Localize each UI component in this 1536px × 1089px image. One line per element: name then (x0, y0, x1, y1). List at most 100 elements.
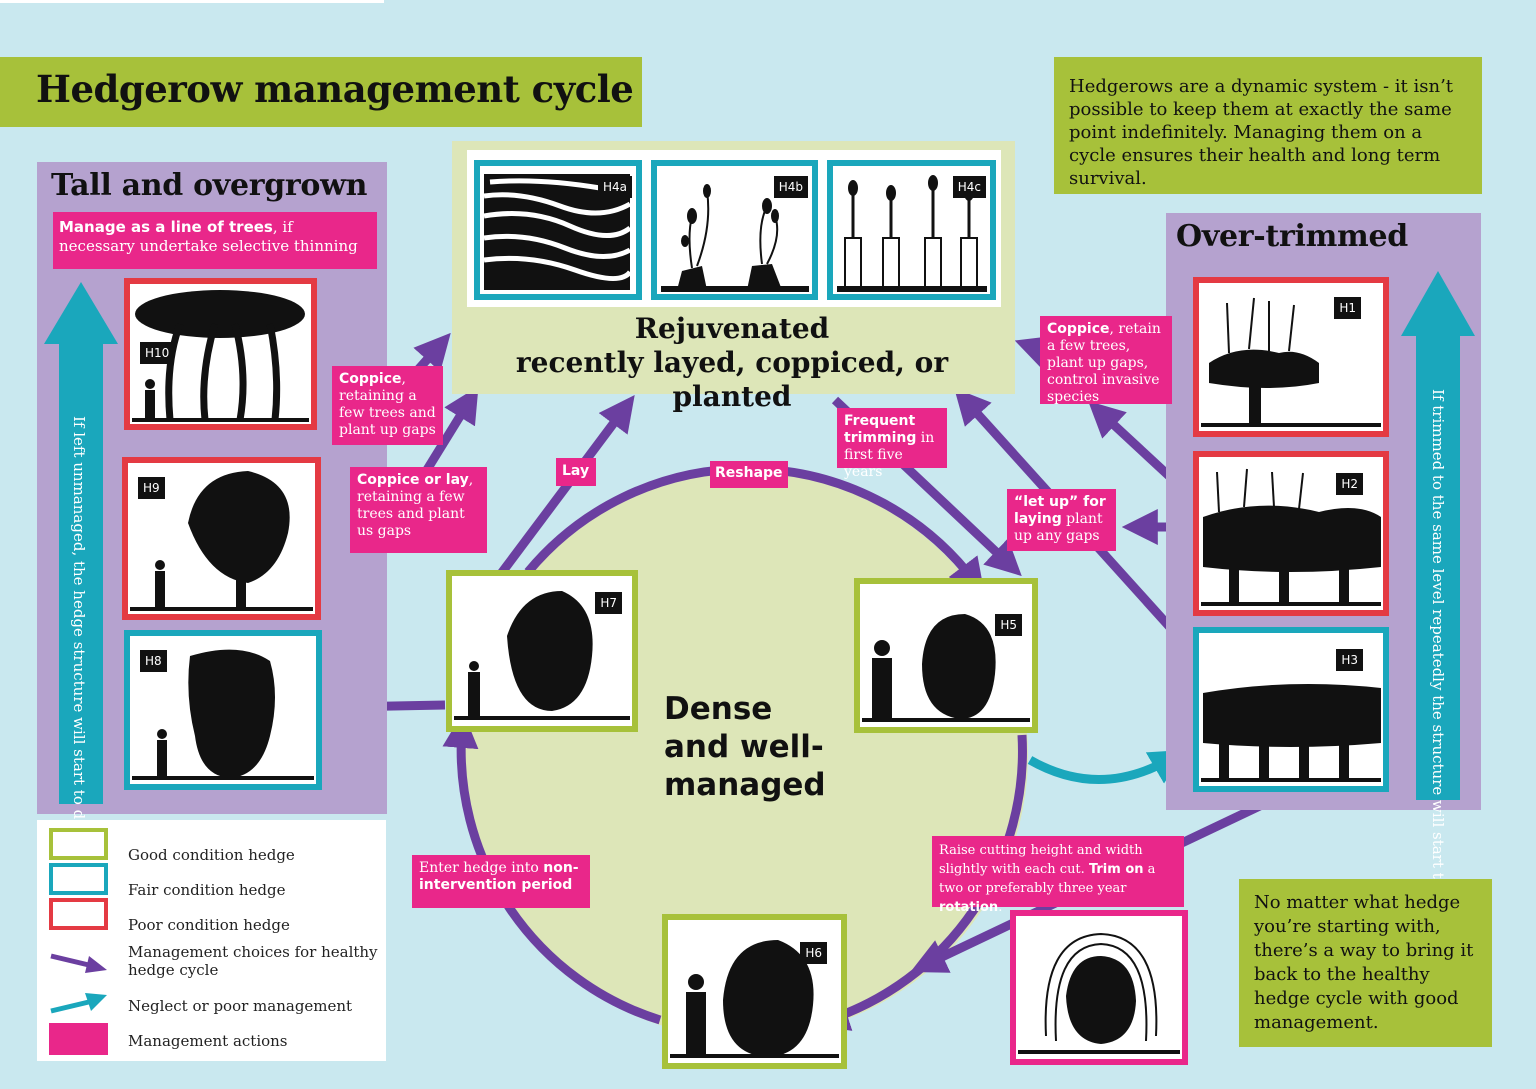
dense-label: Dense and well- managed (664, 690, 826, 804)
h6-illustration (670, 940, 839, 1058)
action-enter-pre: Enter hedge into (419, 860, 544, 876)
action-lay: Lay (556, 458, 596, 486)
rejuvenated-label: Rejuvenated recently layed, coppiced, or… (462, 312, 1002, 414)
action-coppice-right: Coppice, retain a few trees, plant up ga… (1040, 316, 1172, 405)
card-h9: H9 (122, 457, 321, 620)
tag-h5: H5 (995, 614, 1022, 636)
tall-arrow-shaft (59, 342, 103, 804)
legend-swatch-poor (49, 898, 108, 930)
outro-text: No matter what hedge you’re starting wit… (1239, 879, 1492, 1047)
legend-label-neglect: Neglect or poor management (128, 997, 353, 1015)
action-frequent-rest: in first five years (844, 430, 935, 480)
card-h1: H1 (1193, 277, 1389, 437)
tag-h7: H7 (595, 592, 622, 614)
card-h4a: H4a (474, 160, 642, 300)
legend-row-management: Management choices for healthy hedge cyc… (37, 942, 386, 979)
action-enter-bold1: non- (543, 860, 579, 876)
action-coppice-left-bold: Coppice (339, 371, 402, 387)
h10-illustration (132, 290, 309, 422)
h9-illustration (130, 471, 313, 611)
action-raise-bold1: Trim on (1088, 862, 1144, 877)
arrow-neglect-h5-h3 (1027, 749, 1186, 784)
card-h2: H2 (1193, 451, 1389, 616)
card-h7: H7 (446, 570, 638, 732)
rejuvenated-line2: recently layed, coppiced, or planted (515, 346, 949, 413)
tag-h2: H2 (1336, 473, 1363, 495)
card-h3: H3 (1193, 627, 1389, 792)
arrow-h6-h7 (442, 711, 662, 1025)
action-frequent-bold: Frequent trimming (844, 413, 917, 446)
card-trim-rotation (1010, 910, 1188, 1065)
action-raise-end: . (998, 900, 1003, 915)
action-raise-bold2: rotation (939, 900, 999, 915)
arrow-lay (496, 395, 635, 578)
tag-h1: H1 (1334, 297, 1361, 319)
legend-swatch-action (49, 1023, 108, 1055)
h7-illustration (454, 591, 630, 720)
action-reshape: Reshape (710, 461, 788, 488)
dense-line1: Dense (664, 691, 773, 727)
action-letup-bold1: “let up” for (1014, 494, 1106, 510)
tag-h6: H6 (800, 942, 827, 964)
card-h4c: H4c (827, 160, 996, 300)
tag-h4a: H4a (597, 176, 632, 198)
tall-action-bold: Manage as a line of trees (59, 218, 273, 236)
action-frequent: Frequent trimming in first five years (837, 408, 947, 480)
legend-label-good: Good condition hedge (128, 846, 295, 864)
top-strip (0, 0, 384, 3)
legend-row-action: Management actions (37, 1020, 386, 1055)
legend-row-poor: Poor condition hedge (37, 898, 386, 934)
arrow-h5-h6 (812, 734, 1027, 1031)
over-arrow-head (1401, 271, 1475, 336)
tag-h8: H8 (140, 650, 167, 672)
h2-illustration (1201, 468, 1381, 606)
legend-label-poor: Poor condition hedge (128, 916, 290, 934)
card-h4b: H4b (651, 160, 818, 300)
action-enter: Enter hedge into non- intervention perio… (412, 855, 590, 908)
legend: Good condition hedge Fair condition hedg… (37, 820, 386, 1061)
action-reshape-text: Reshape (715, 465, 783, 481)
h5-illustration (862, 614, 1030, 722)
h4b-illustration (661, 184, 809, 292)
legend-label-management: Management choices for healthy hedge cyc… (128, 943, 378, 979)
legend-arrow-neglect-icon (50, 993, 107, 1014)
legend-row-neglect: Neglect or poor management (37, 985, 386, 1020)
tag-h3: H3 (1336, 649, 1363, 671)
tall-vertical-note: If left unmanaged, the hedge structure w… (70, 416, 88, 896)
legend-label-fair: Fair condition hedge (128, 881, 286, 899)
h8-illustration (132, 649, 314, 780)
action-raise-mid: a two or preferably three year (939, 862, 1156, 896)
h1-illustration (1201, 297, 1381, 427)
action-raise: Raise cutting height and width slightly … (932, 836, 1184, 915)
tag-h9: H9 (138, 477, 165, 499)
action-coppice-right-bold: Coppice (1047, 321, 1110, 337)
action-lay-text: Lay (562, 463, 590, 479)
tag-h10: H10 (140, 342, 175, 364)
action-letup-rest1: plant (1061, 511, 1103, 527)
trim-rotation-illustration (1018, 932, 1180, 1054)
card-h8: H8 (124, 630, 322, 790)
title-banner: Hedgerow management cycle (0, 57, 642, 127)
h3-illustration (1201, 684, 1381, 782)
card-h6: H6 (662, 914, 847, 1069)
action-coppice-lay-rest: , retaining a few trees and plant us gap… (357, 472, 474, 539)
over-heading: Over-trimmed (1176, 219, 1408, 254)
legend-row-fair: Fair condition hedge (37, 863, 386, 899)
action-letup-rest2: up any gaps (1014, 528, 1100, 544)
legend-arrow-management-icon (50, 953, 107, 973)
tall-arrow-head (44, 282, 118, 344)
action-coppice-lay-bold: Coppice or lay (357, 472, 469, 488)
over-vertical-note: If trimmed to the same level repeatedly … (1429, 389, 1447, 978)
action-raise-pre: Raise cutting height and width slightly … (939, 843, 1143, 877)
action-coppice-right-rest: , retain a few trees, plant up gaps, con… (1047, 321, 1161, 405)
legend-label-action: Management actions (128, 1032, 288, 1050)
action-coppice-left: Coppice, retaining a few trees and plant… (332, 366, 443, 445)
action-coppice-left-rest: , retaining a few trees and plant up gap… (339, 371, 436, 438)
action-letup-bold2: laying (1014, 511, 1062, 527)
dense-line3: managed (664, 767, 826, 803)
tag-h4c: H4c (952, 176, 986, 198)
legend-swatch-fair (49, 863, 108, 895)
action-letup: “let up” for laying plant up any gaps (1007, 489, 1116, 551)
tall-heading: Tall and overgrown (51, 168, 368, 203)
